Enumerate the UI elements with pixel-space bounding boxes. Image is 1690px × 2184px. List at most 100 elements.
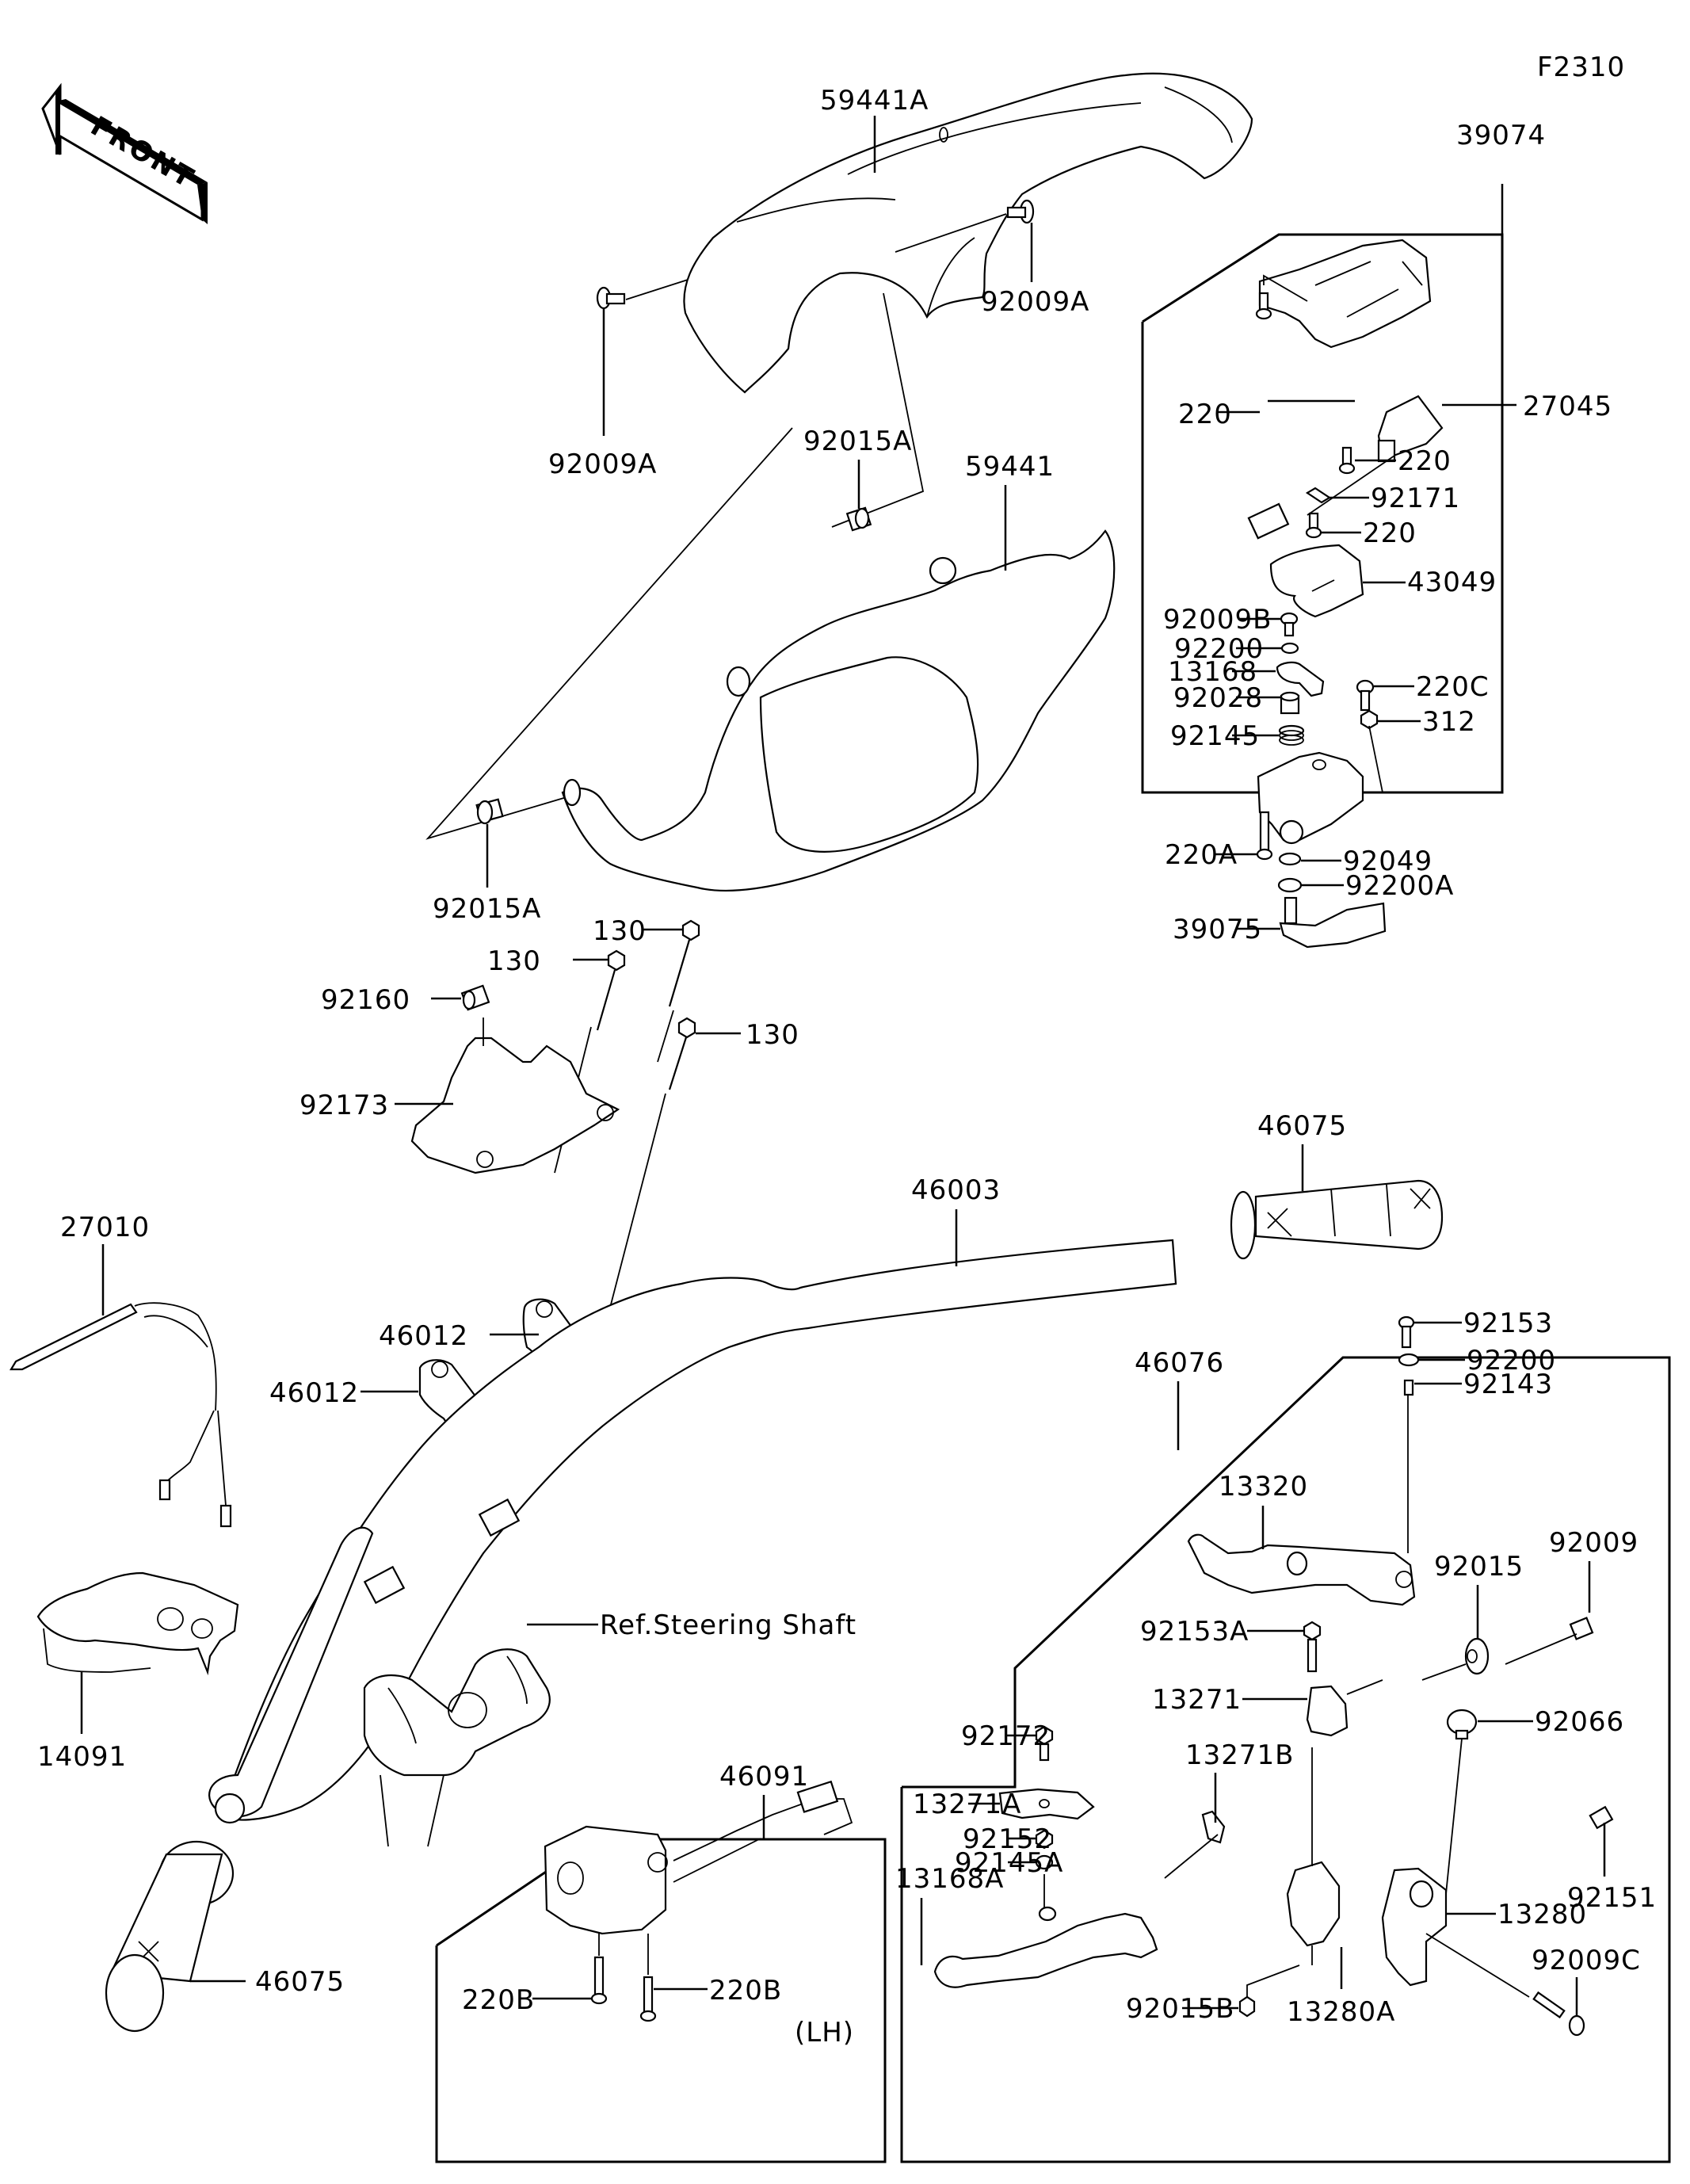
label-92151: 92151 bbox=[1567, 1882, 1657, 1914]
label-92009: 92009 bbox=[1549, 1527, 1638, 1559]
label-13271A: 13271A bbox=[913, 1789, 1021, 1820]
label-220B-a: 220B bbox=[462, 1984, 535, 2016]
washer-92200A bbox=[1277, 877, 1303, 893]
label-220C: 220C bbox=[1416, 671, 1490, 703]
bolt-92153 bbox=[1398, 1315, 1415, 1349]
part-14091-cover bbox=[36, 1571, 239, 1676]
label-92009A-left: 92009A bbox=[548, 449, 657, 480]
spring-92145 bbox=[1278, 724, 1305, 746]
label-92200-right: 92200 bbox=[1467, 1345, 1556, 1376]
label-46012-b: 46012 bbox=[269, 1377, 359, 1409]
label-92145: 92145 bbox=[1170, 720, 1260, 752]
part-92173-bracket bbox=[410, 1018, 620, 1174]
label-92028: 92028 bbox=[1173, 682, 1263, 714]
washer-92200-right bbox=[1398, 1353, 1420, 1367]
screw-92009A-left bbox=[596, 279, 689, 310]
label-130-c: 130 bbox=[746, 1019, 799, 1051]
label-220-c: 220 bbox=[1363, 517, 1417, 549]
label-92200: 92200 bbox=[1174, 633, 1264, 665]
collar-92015A-top bbox=[845, 506, 872, 532]
label-13168: 13168 bbox=[1168, 656, 1257, 688]
label-46091: 46091 bbox=[719, 1761, 809, 1793]
part-59441-meter-cover bbox=[561, 529, 1116, 892]
label-59441A: 59441A bbox=[820, 85, 929, 116]
label-92015A-top: 92015A bbox=[803, 426, 912, 457]
bolt-92153A bbox=[1303, 1621, 1322, 1673]
label-92009B: 92009B bbox=[1163, 604, 1272, 636]
label-13280A: 13280A bbox=[1287, 1996, 1395, 2028]
label-92153A: 92153A bbox=[1140, 1616, 1249, 1648]
bolt-92009C bbox=[1425, 1933, 1585, 2037]
screw-92151 bbox=[1589, 1805, 1614, 1830]
label-92066: 92066 bbox=[1535, 1706, 1624, 1738]
label-46012-a: 46012 bbox=[379, 1320, 468, 1352]
screw-92009 bbox=[1505, 1617, 1594, 1665]
label-220-a: 220 bbox=[1178, 399, 1232, 430]
screw-220-c bbox=[1305, 512, 1322, 539]
bolt-130-a bbox=[657, 919, 700, 1063]
cap-92066 bbox=[1445, 1709, 1478, 1895]
screw-220-a bbox=[1255, 274, 1308, 320]
label-92015A-left: 92015A bbox=[433, 893, 541, 925]
collar-92049 bbox=[1278, 852, 1302, 866]
part-27010-cable bbox=[10, 1302, 232, 1528]
screw-220B-a bbox=[590, 1934, 608, 2005]
nut-92015B bbox=[1238, 1964, 1300, 2018]
plate-13271A bbox=[998, 1788, 1095, 1820]
pin-92143 bbox=[1403, 1379, 1414, 1396]
label-92200A: 92200A bbox=[1345, 870, 1454, 902]
figure-code: F2310 bbox=[1537, 52, 1625, 83]
label-92015B: 92015B bbox=[1126, 1993, 1234, 2025]
screw-220B-b bbox=[639, 1934, 657, 2022]
label-92049: 92049 bbox=[1343, 846, 1432, 877]
label-39075: 39075 bbox=[1173, 914, 1262, 945]
label-130-b: 130 bbox=[487, 945, 541, 977]
part-27045-switch bbox=[1247, 395, 1444, 540]
label-92152: 92152 bbox=[963, 1823, 1052, 1855]
label-92153: 92153 bbox=[1463, 1308, 1553, 1339]
bolt-220C bbox=[1356, 679, 1375, 712]
spring-92145A bbox=[1035, 1854, 1054, 1870]
part-46075-grip-left bbox=[105, 1840, 235, 2033]
label-92015: 92015 bbox=[1434, 1551, 1524, 1583]
bolt-130-c bbox=[609, 1017, 696, 1308]
label-92143: 92143 bbox=[1463, 1369, 1553, 1400]
bolt-220A bbox=[1256, 811, 1273, 861]
nut-312 bbox=[1360, 709, 1383, 793]
label-46075-right: 46075 bbox=[1257, 1110, 1347, 1142]
assembly-box-39074 bbox=[1141, 233, 1504, 794]
label-220A: 220A bbox=[1165, 839, 1238, 871]
assembly-box-46076 bbox=[900, 1356, 1671, 2163]
screw-92172 bbox=[1035, 1725, 1054, 1762]
part-46075-grip-right bbox=[1230, 1179, 1444, 1260]
label-13280: 13280 bbox=[1497, 1899, 1587, 1930]
label-39074: 39074 bbox=[1456, 120, 1546, 151]
part-13168A-clutch-lever bbox=[933, 1874, 1158, 1988]
part-switch-housing-top bbox=[1258, 239, 1432, 349]
nut-92152 bbox=[1035, 1829, 1054, 1850]
label-13271: 13271 bbox=[1152, 1684, 1242, 1716]
part-43049-cover bbox=[1269, 544, 1364, 618]
collar-92028 bbox=[1280, 691, 1300, 715]
label-92172: 92172 bbox=[961, 1720, 1051, 1752]
screw-220-b bbox=[1338, 446, 1356, 475]
collar-92160 bbox=[460, 984, 490, 1011]
part-39075-lever bbox=[1279, 896, 1387, 949]
part-46091-switch-lh bbox=[544, 1780, 853, 1935]
label-59441: 59441 bbox=[965, 451, 1055, 483]
label-220-b: 220 bbox=[1398, 445, 1452, 477]
adjuster-92015 bbox=[1421, 1637, 1490, 1681]
part-13320-lever bbox=[1187, 1533, 1416, 1606]
label-92171: 92171 bbox=[1371, 483, 1460, 514]
label-46075-left: 46075 bbox=[255, 1966, 345, 1998]
screw-92009B bbox=[1280, 612, 1299, 637]
label-220B-b: 220B bbox=[709, 1975, 782, 2006]
part-switch-base bbox=[1257, 751, 1364, 845]
part-13280-holder bbox=[1381, 1867, 1448, 1987]
label-92173: 92173 bbox=[299, 1090, 389, 1121]
label-43049: 43049 bbox=[1407, 567, 1497, 598]
plate-13271 bbox=[1306, 1679, 1383, 1737]
collar-92015A-left bbox=[475, 798, 504, 825]
label-13168A: 13168A bbox=[895, 1863, 1004, 1895]
